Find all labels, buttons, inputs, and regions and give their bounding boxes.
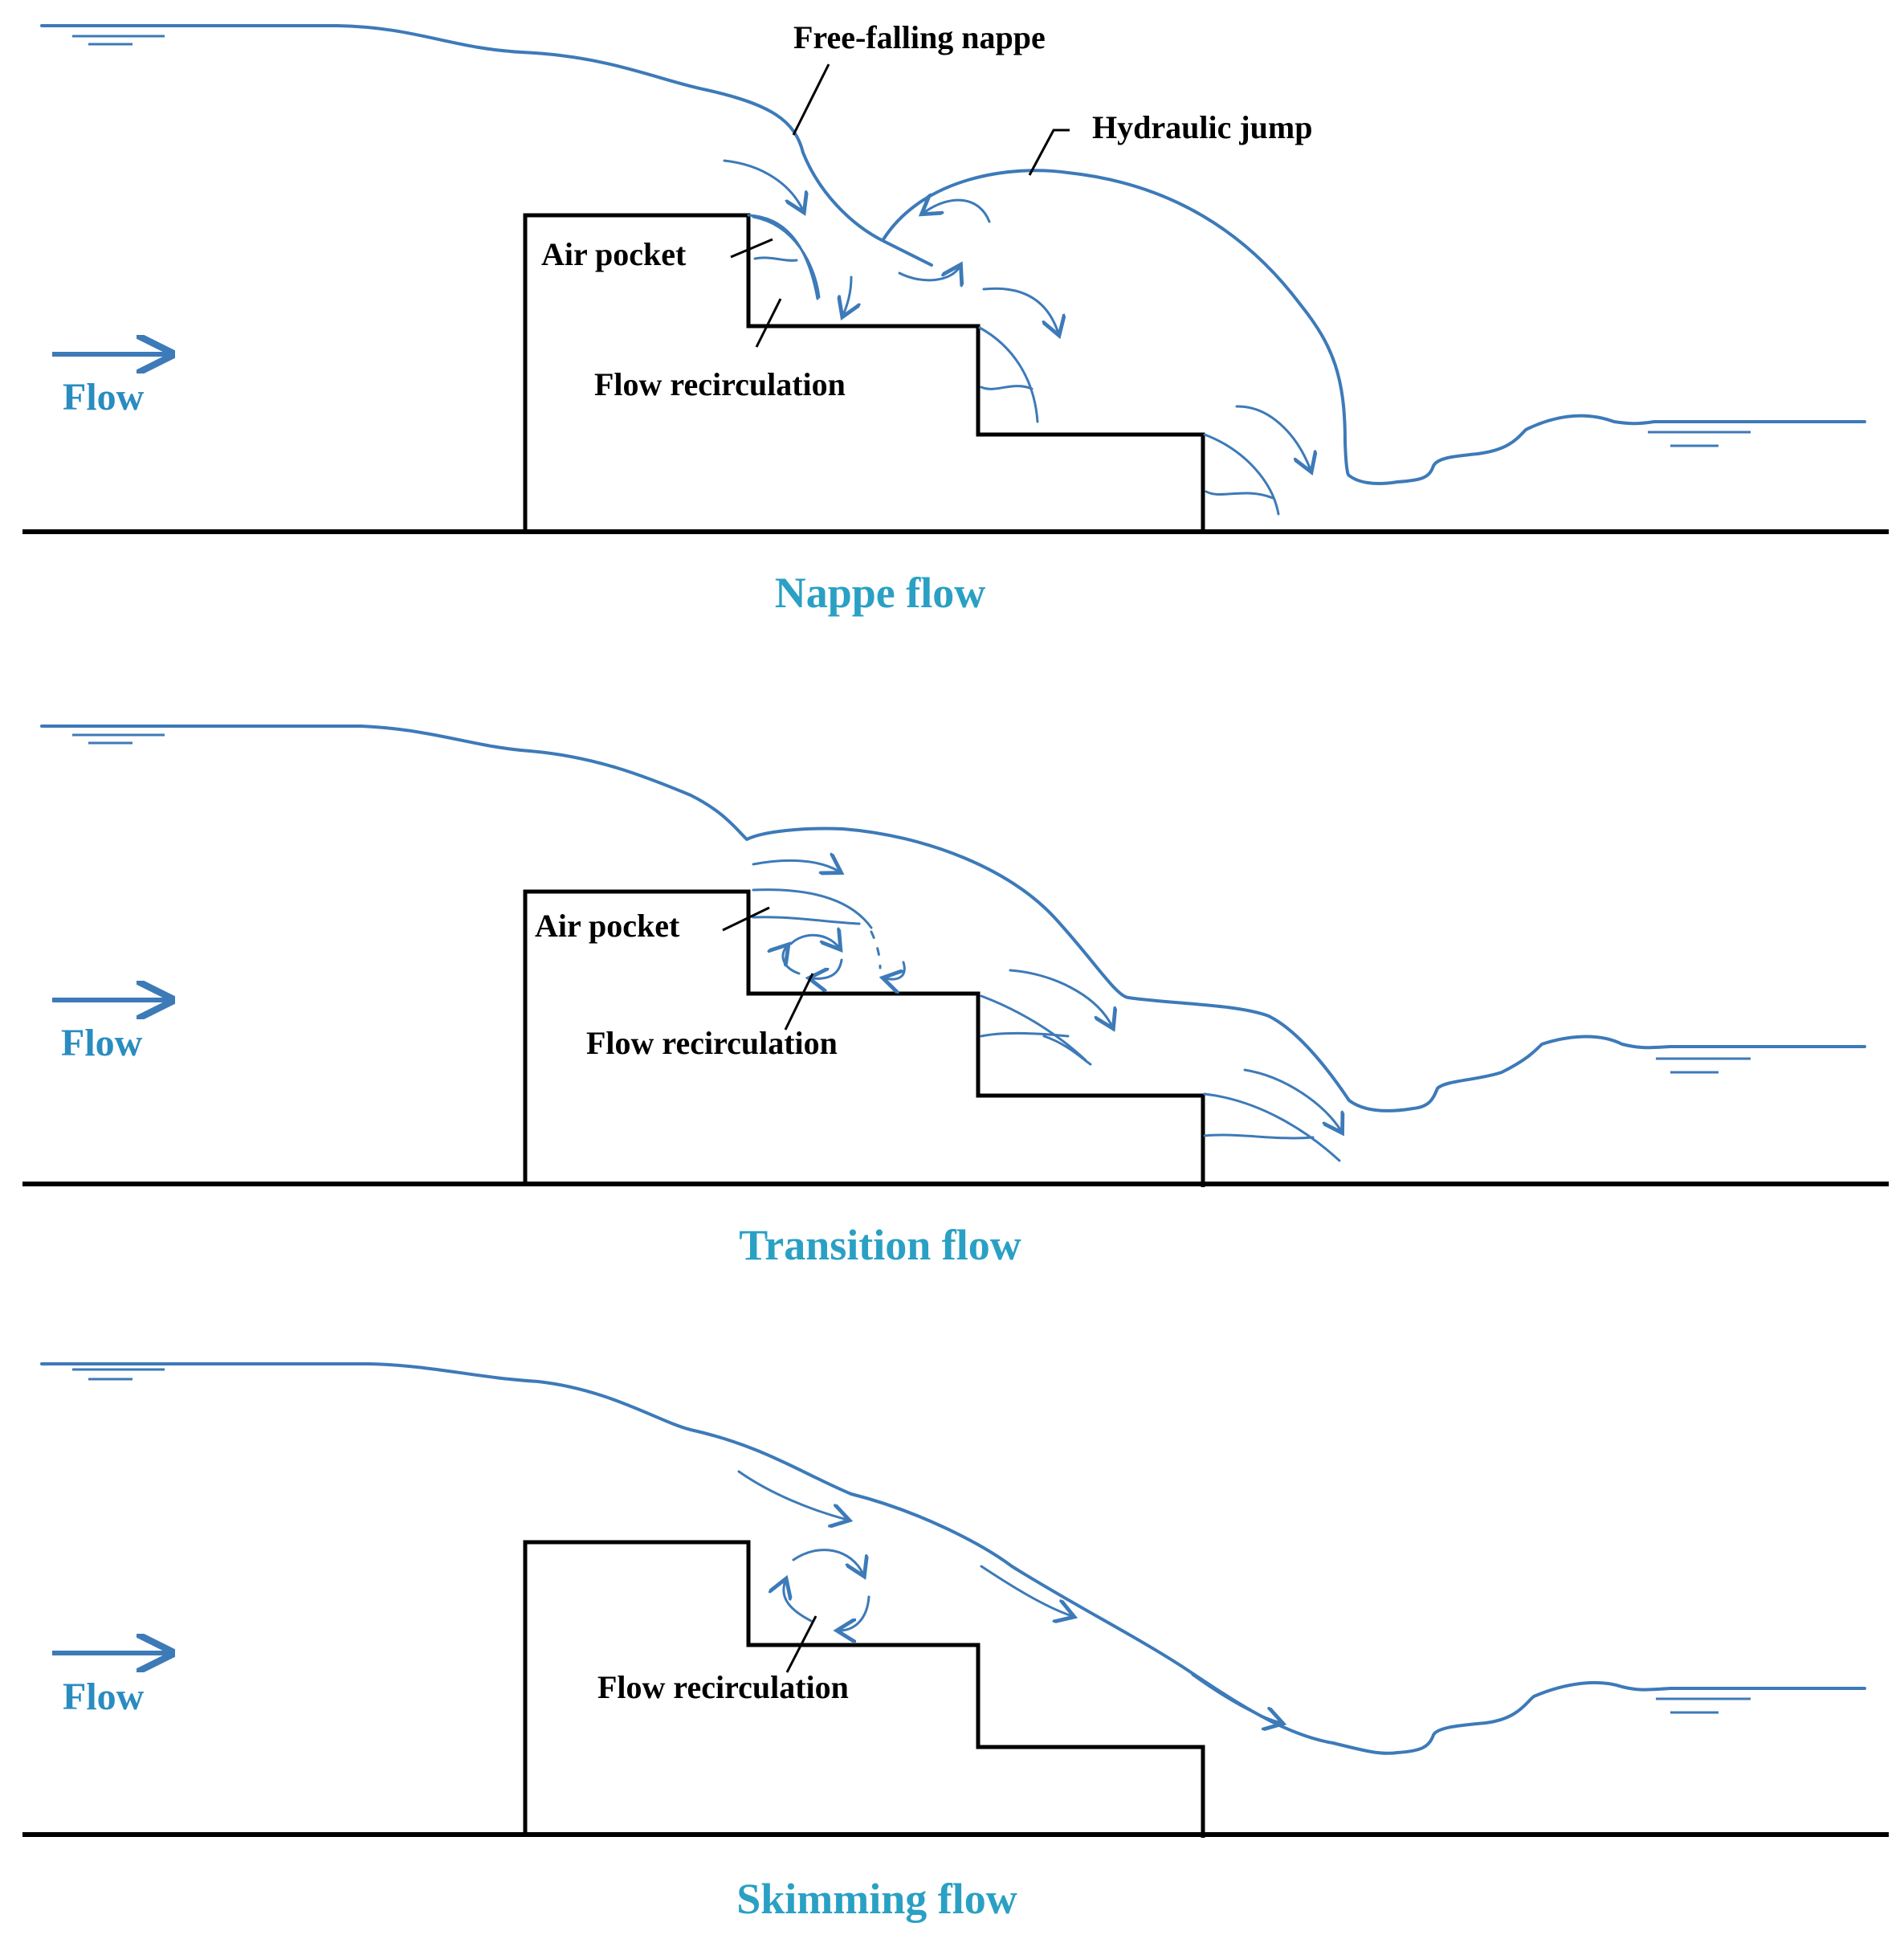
nappe-lower-edge: [747, 214, 819, 300]
caption-nappe-flow: Nappe flow: [775, 569, 986, 617]
upstream-water-level-symbol: [72, 35, 165, 46]
flow-arrow: [1235, 405, 1311, 470]
recirculation-arrow: [811, 958, 843, 978]
downstream-water-level-symbol: [1656, 1697, 1751, 1714]
recirculation-arrow: [789, 935, 839, 948]
free-surface: [40, 1362, 1866, 1755]
stepped-structure: [523, 213, 1205, 532]
flow-label: Flow: [63, 1676, 145, 1718]
air-pocket-arc-dashed: [870, 930, 882, 969]
cavity-arc-step3: [1203, 433, 1280, 516]
cavity-arc-step2: [978, 326, 1039, 423]
panel-skimming-flow: Flow Flow recirculation Skimming flow: [22, 1362, 1889, 1923]
recirculation-arrow: [784, 1581, 813, 1623]
downstream-water-level-symbol: [1648, 431, 1751, 447]
label-flow-recirculation: Flow recirculation: [594, 366, 846, 402]
label-air-pocket: Air pocket: [535, 908, 680, 944]
flow-direction-indicator: Flow: [52, 354, 170, 418]
flow-direction-indicator: Flow: [52, 1653, 170, 1718]
flow-arrow: [737, 1470, 847, 1520]
cavity-water-surface-step1: [752, 916, 861, 925]
label-air-pocket: Air pocket: [541, 236, 687, 272]
flow-arrow: [1009, 969, 1112, 1027]
cavity-water-surface-step3: [1203, 1133, 1315, 1140]
leader-line-nappe: [792, 63, 830, 136]
flow-arrow: [723, 159, 803, 210]
caption-transition-flow: Transition flow: [739, 1221, 1021, 1269]
recirculation-arrow: [839, 1595, 870, 1631]
caption-skimming-flow: Skimming flow: [736, 1875, 1017, 1923]
stepped-structure: [523, 889, 1205, 1187]
panel-nappe-flow: Flow Free-falling nappe Hydraulic jump A…: [22, 19, 1889, 617]
hydraulic-jump-surface: [882, 169, 1866, 485]
label-hydraulic-jump: Hydraulic jump: [1092, 109, 1312, 145]
cavity-lower-arc-step2: [1042, 1035, 1092, 1066]
stepped-structure: [523, 1540, 1205, 1838]
flow-label: Flow: [61, 1022, 143, 1064]
cavity-water-surface-step3: [1205, 490, 1274, 500]
leader-line-air-pocket: [722, 906, 770, 932]
label-flow-recirculation: Flow recirculation: [586, 1025, 838, 1061]
leader-line-air-pocket: [730, 238, 773, 259]
flow-direction-indicator: Flow: [52, 1000, 170, 1064]
recirculation-arrow: [792, 1549, 863, 1574]
cavity-water-surface-step2: [980, 385, 1034, 390]
flow-arrow: [980, 1565, 1072, 1616]
panel-transition-flow: Flow Air pocket Flow recirculation Trans…: [22, 725, 1889, 1269]
downstream-water-level-symbol: [1656, 1057, 1751, 1074]
leader-line-recirculation: [755, 298, 782, 348]
flow-arrow: [982, 287, 1058, 333]
cavity-arc-step3: [1203, 1092, 1341, 1162]
flow-arrow: [885, 961, 906, 979]
flow-arrow: [923, 200, 991, 223]
upstream-water-level-symbol: [72, 733, 165, 745]
free-surface: [40, 725, 1866, 1112]
flow-arrow: [752, 860, 839, 871]
air-pocket-arc-step1: [752, 215, 821, 299]
flow-label: Flow: [63, 376, 145, 418]
flow-arrow: [843, 276, 851, 315]
upstream-water-level-symbol: [72, 1368, 165, 1381]
flow-arrow: [1243, 1068, 1341, 1131]
cavity-arc-step2: [980, 994, 1087, 1062]
cavity-water-surface-step2: [980, 1031, 1070, 1038]
flow-arrow: [898, 267, 960, 280]
label-free-falling-nappe: Free-falling nappe: [793, 19, 1046, 55]
air-pocket-arc-step1: [752, 888, 873, 929]
free-surface: [40, 24, 933, 267]
flow-arrow: [1191, 1673, 1281, 1723]
cavity-water-surface-step1: [753, 256, 798, 262]
label-flow-recirculation: Flow recirculation: [597, 1669, 849, 1705]
recirculation-arrow: [783, 946, 801, 975]
leader-line-recirculation: [785, 1615, 817, 1673]
leader-line-jump: [1028, 129, 1070, 176]
leader-line-recirculation: [784, 973, 814, 1031]
